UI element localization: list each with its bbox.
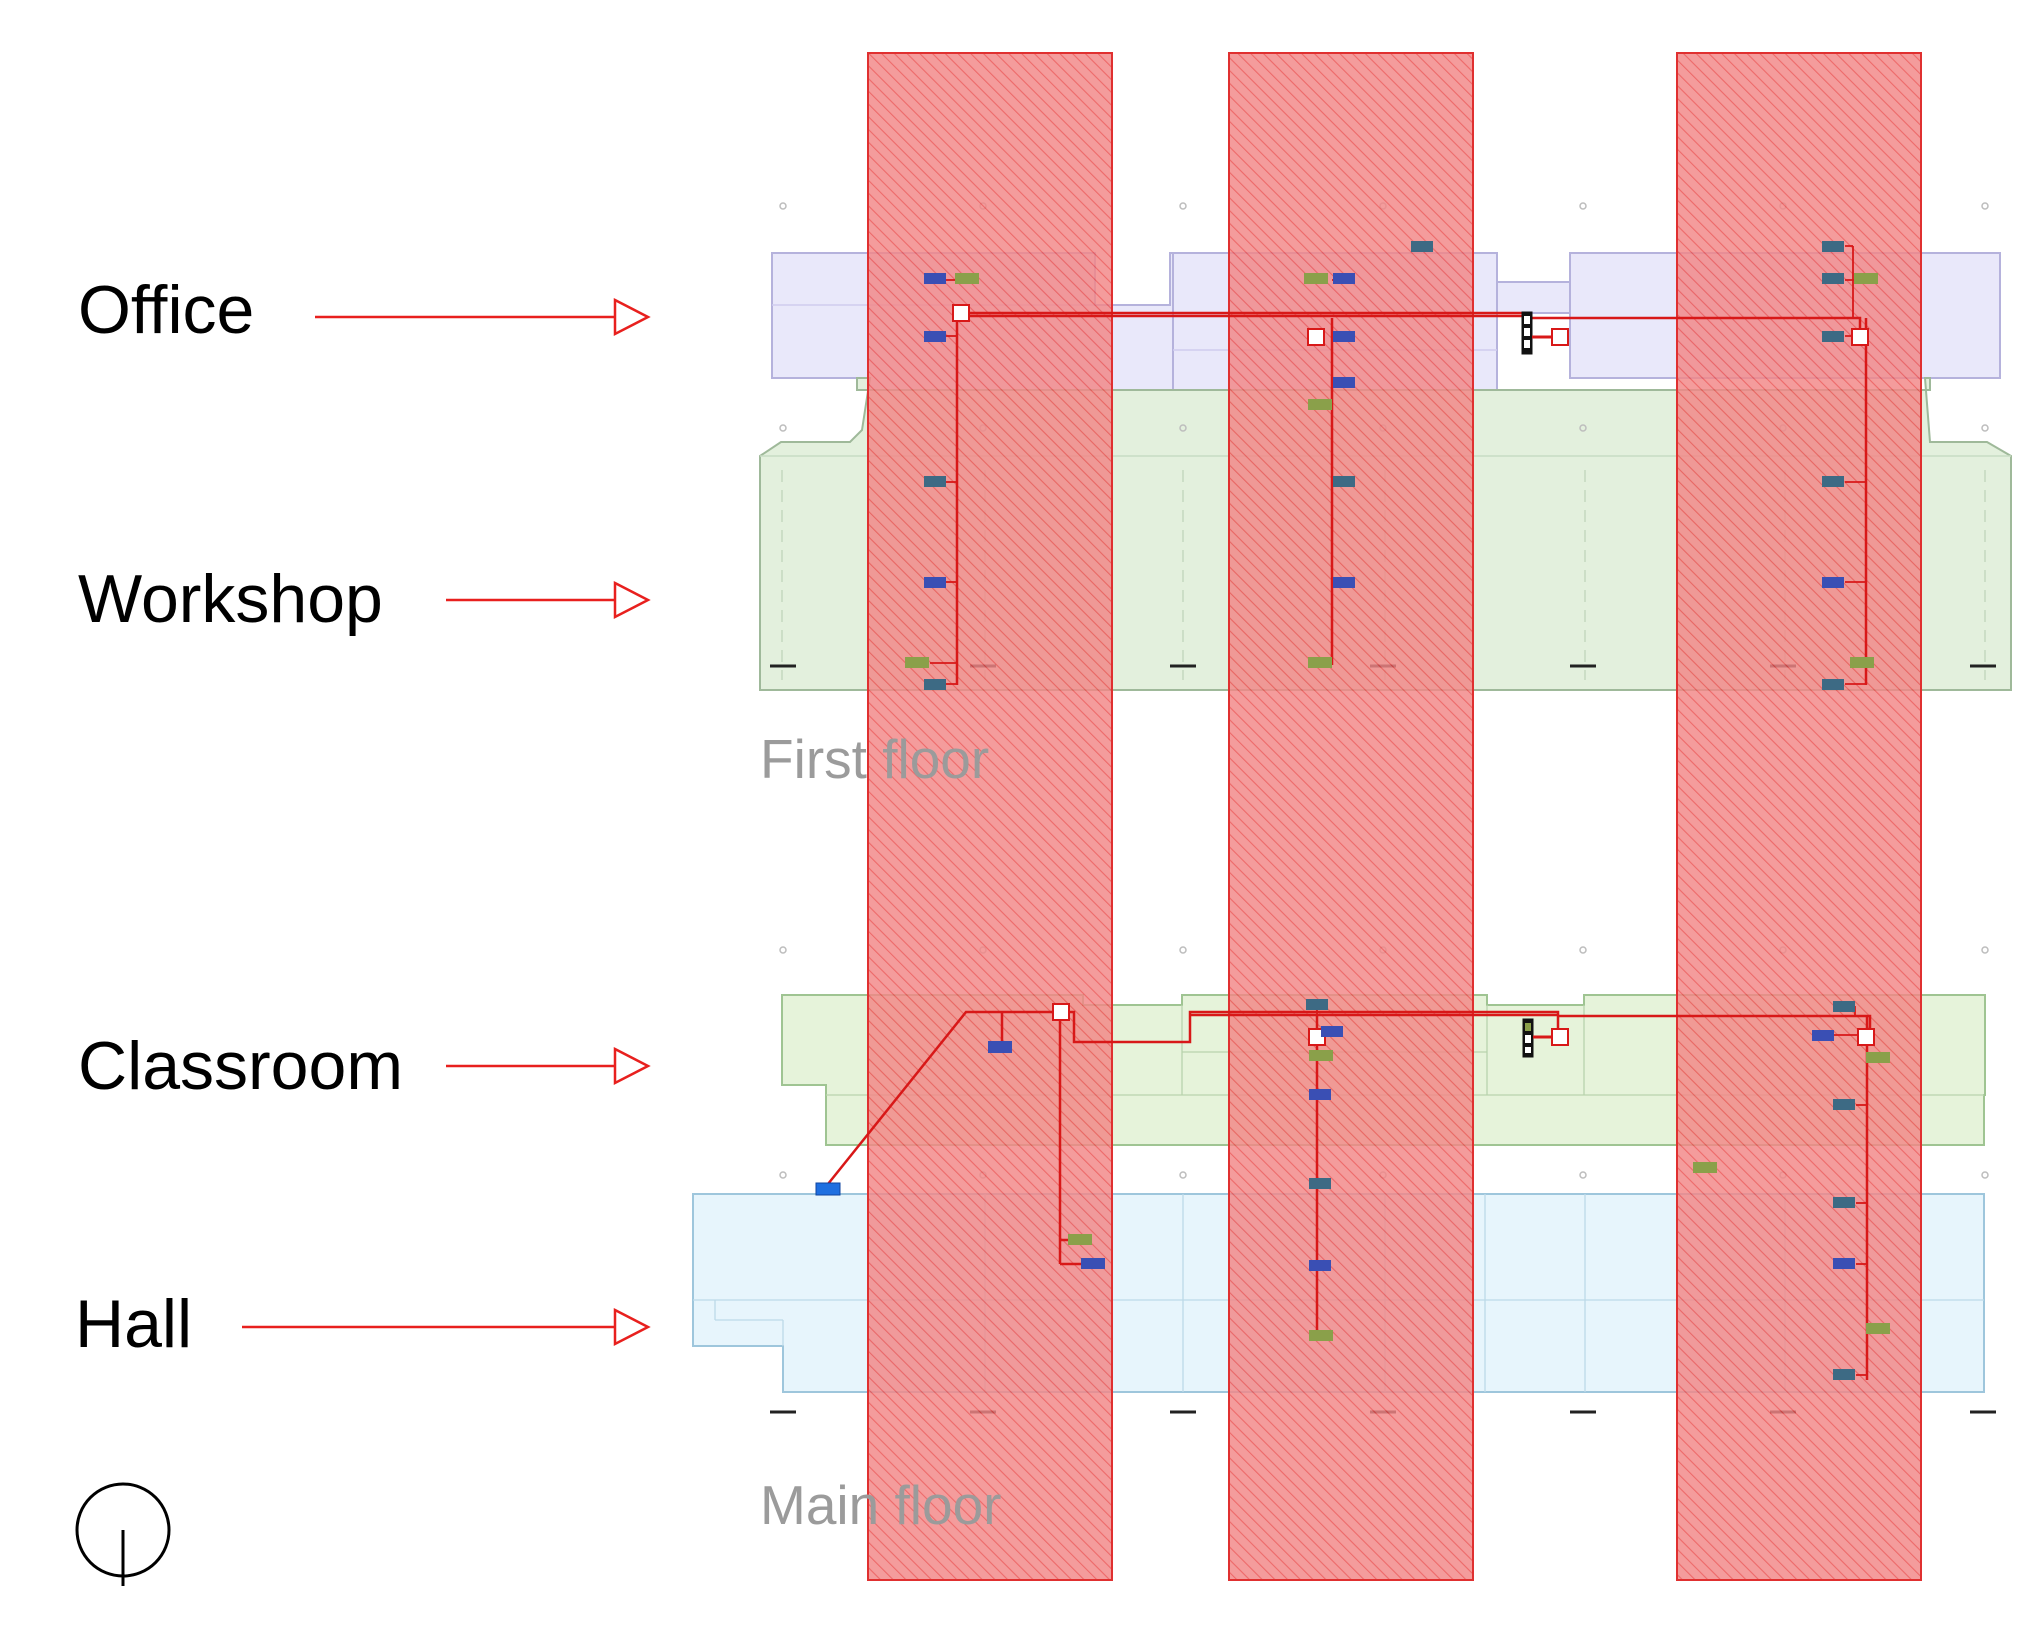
- main-floor-terminal-units: [815, 999, 1890, 1380]
- label-classroom: Classroom: [78, 1028, 403, 1104]
- ventilation-zones: [867, 52, 1922, 1581]
- floor-label-main: Main floor: [760, 1474, 1002, 1536]
- first-floor-terminal-units: [905, 241, 1878, 690]
- main-floor-ducts: [827, 1005, 1880, 1380]
- label-workshop: Workshop: [78, 561, 383, 637]
- zone-1: [867, 52, 1113, 1581]
- floor-label-first: First floor: [760, 728, 990, 790]
- ahu-unit-main-floor: [1522, 1018, 1552, 1058]
- label-hall: Hall: [75, 1286, 193, 1362]
- arrow-right-icon: [446, 1046, 651, 1086]
- first-floor-junctions: [952, 304, 1869, 346]
- arrow-right-icon: [315, 297, 651, 337]
- north-arrow-icon: [75, 1482, 171, 1586]
- zone-3: [1676, 52, 1922, 1581]
- zone-2: [1228, 52, 1474, 1581]
- arrow-right-icon: [446, 580, 651, 620]
- label-office: Office: [78, 272, 255, 348]
- ahu-unit-first-floor: [1521, 311, 1552, 355]
- arrow-right-icon: [242, 1307, 651, 1347]
